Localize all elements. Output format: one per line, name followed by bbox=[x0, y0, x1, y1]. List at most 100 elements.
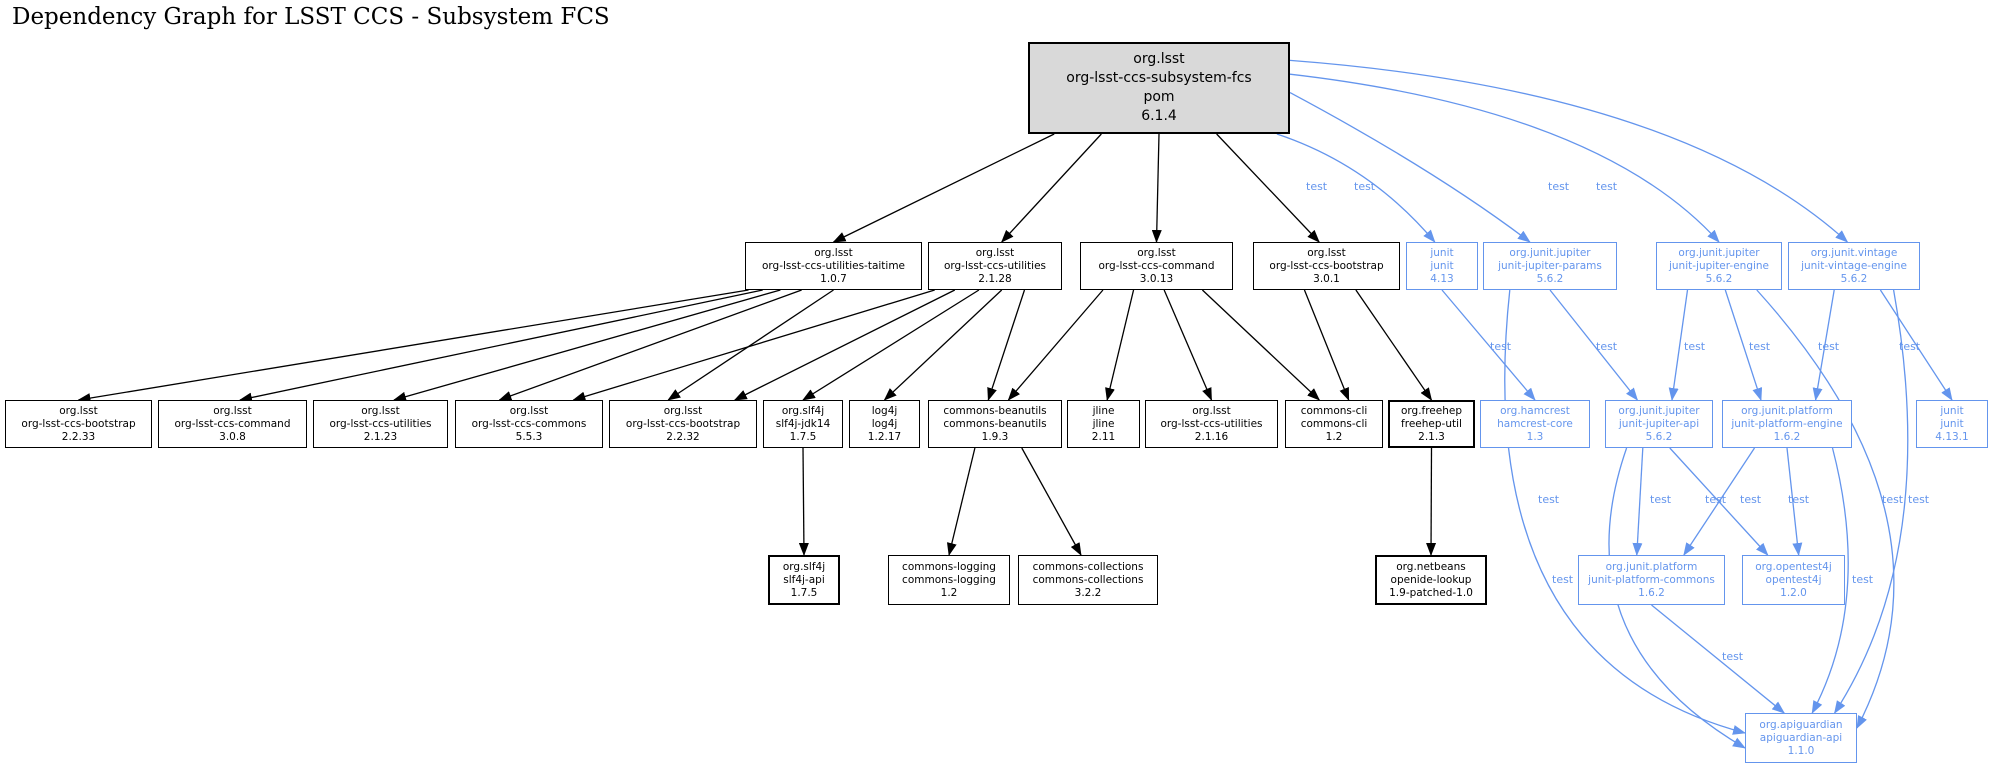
node-label-line: slf4j-api bbox=[783, 573, 825, 586]
node-label-line: org.freehep bbox=[1400, 404, 1463, 417]
node-label-line: org-lsst-ccs-bootstrap bbox=[1269, 259, 1384, 272]
node-label-line: 1.3 bbox=[1526, 430, 1544, 443]
edge-label-test: test bbox=[1548, 180, 1570, 193]
node-label-line: junit bbox=[1430, 259, 1454, 272]
edge-label-test: test bbox=[1749, 340, 1771, 353]
edge-taitime-to-cmd308 bbox=[238, 289, 763, 403]
node-label-line: pom bbox=[1143, 89, 1175, 105]
node-label-line: org-lsst-ccs-utilities-taitime bbox=[761, 259, 906, 272]
edge-pcommons-to-apiguardian bbox=[1651, 604, 1785, 714]
edge-cmd3013-to-beanutils bbox=[1007, 289, 1104, 401]
node-label-line: commons-collections bbox=[1032, 573, 1144, 586]
edge-root-to-boot301 bbox=[1216, 133, 1320, 243]
node-label-line: 3.0.8 bbox=[219, 430, 246, 443]
node-label-line: org.junit.jupiter bbox=[1509, 246, 1591, 259]
node-label-line: 1.9.3 bbox=[981, 430, 1009, 443]
node-label-line: org.lsst bbox=[814, 246, 853, 259]
graph-title: Dependency Graph for LSST CCS - Subsyste… bbox=[12, 4, 610, 30]
node-label-line: org-lsst-ccs-command bbox=[1098, 259, 1215, 272]
node-label-line: org.apiguardian bbox=[1759, 718, 1843, 731]
edge-root-to-jengine bbox=[1289, 73, 1720, 243]
node-label-line: 1.2.17 bbox=[867, 430, 902, 443]
node-label-line: 6.1.4 bbox=[1141, 108, 1177, 124]
edge-junit413-to-hamcrest bbox=[1441, 289, 1536, 401]
node-label-line: org.junit.jupiter bbox=[1678, 246, 1760, 259]
node-label-line: org.lsst bbox=[509, 404, 549, 417]
node-label-line: 5.6.2 bbox=[1645, 430, 1673, 443]
edge-label-test: test bbox=[1650, 493, 1672, 506]
node-label-line: org.opentest4j bbox=[1755, 560, 1832, 573]
edge-label-test: test bbox=[1705, 493, 1727, 506]
node-label-line: org.junit.jupiter bbox=[1618, 404, 1700, 417]
node-label-line: org.lsst bbox=[663, 404, 703, 417]
edge-label-test: test bbox=[1596, 180, 1618, 193]
edge-root-to-params bbox=[1289, 92, 1531, 243]
edge-cmd3013-to-commonscli bbox=[1201, 289, 1321, 401]
node-label-line: org.slf4j bbox=[781, 404, 825, 417]
node-label-line: commons-cli bbox=[1300, 404, 1368, 417]
node-label-line: slf4j-jdk14 bbox=[775, 417, 831, 430]
edge-boot301-to-freehep bbox=[1355, 289, 1433, 401]
edge-root-to-taitime bbox=[832, 133, 1055, 243]
node-label-line: commons-cli bbox=[1300, 417, 1368, 430]
node-label-line: org.lsst bbox=[1192, 404, 1231, 417]
node-label-line: 2.2.32 bbox=[666, 430, 700, 443]
edge-taitime-to-util2123 bbox=[393, 289, 781, 402]
edge-root-to-util2128 bbox=[1001, 133, 1102, 243]
node-label-line: 3.2.2 bbox=[1074, 586, 1102, 599]
node-label-line: org.lsst bbox=[1307, 246, 1346, 259]
node-label-line: 1.9-patched-1.0 bbox=[1389, 586, 1473, 599]
edge-label-test: test bbox=[1552, 573, 1574, 586]
node-label-line: junit-jupiter-engine bbox=[1668, 259, 1770, 272]
edge-label-test: test bbox=[1908, 493, 1930, 506]
node-label-line: log4j bbox=[871, 404, 898, 417]
edge-label-test: test bbox=[1882, 493, 1904, 506]
node-label-line: commons-beanutils bbox=[943, 417, 1047, 430]
node-label-line: 2.2.33 bbox=[61, 430, 96, 443]
node-label-line: commons-logging bbox=[902, 560, 996, 573]
edge-label-test: test bbox=[1596, 340, 1618, 353]
edge-util2128-to-log4j bbox=[883, 289, 1003, 401]
edge-vintage-to-apiguardian bbox=[1834, 289, 1909, 714]
edge-label-test: test bbox=[1490, 340, 1512, 353]
node-label-line: opentest4j bbox=[1765, 573, 1822, 586]
node-label-line: junit-jupiter-api bbox=[1618, 417, 1700, 430]
node-label-line: junit bbox=[1430, 246, 1454, 259]
edge-params-to-japi bbox=[1549, 289, 1639, 401]
edge-label-test: test bbox=[1899, 340, 1921, 353]
node-label-line: 1.2.0 bbox=[1780, 586, 1807, 599]
node-label-line: junit-jupiter-params bbox=[1498, 259, 1602, 272]
edge-cmd3013-to-util2116 bbox=[1163, 289, 1213, 401]
edge-vintage-to-junit4131 bbox=[1879, 289, 1953, 401]
node-label-line: junit-platform-engine bbox=[1731, 417, 1843, 430]
node-label-line: 5.6.2 bbox=[1840, 272, 1868, 285]
edge-jengine-to-pengine bbox=[1724, 289, 1763, 401]
node-label-line: org.hamcrest bbox=[1500, 404, 1570, 417]
node-label-line: 3.0.1 bbox=[1313, 272, 1340, 285]
edge-taitime-to-commons553 bbox=[498, 289, 802, 401]
edge-root-to-cmd3013 bbox=[1151, 133, 1162, 243]
node-label-line: org.junit.platform bbox=[1741, 404, 1833, 417]
edge-pengine-to-opentest4j bbox=[1786, 447, 1803, 556]
edge-util2128-to-boot2232 bbox=[733, 289, 956, 401]
node-label-line: 5.6.2 bbox=[1705, 272, 1733, 285]
edge-vintage-to-pengine bbox=[1812, 289, 1835, 401]
